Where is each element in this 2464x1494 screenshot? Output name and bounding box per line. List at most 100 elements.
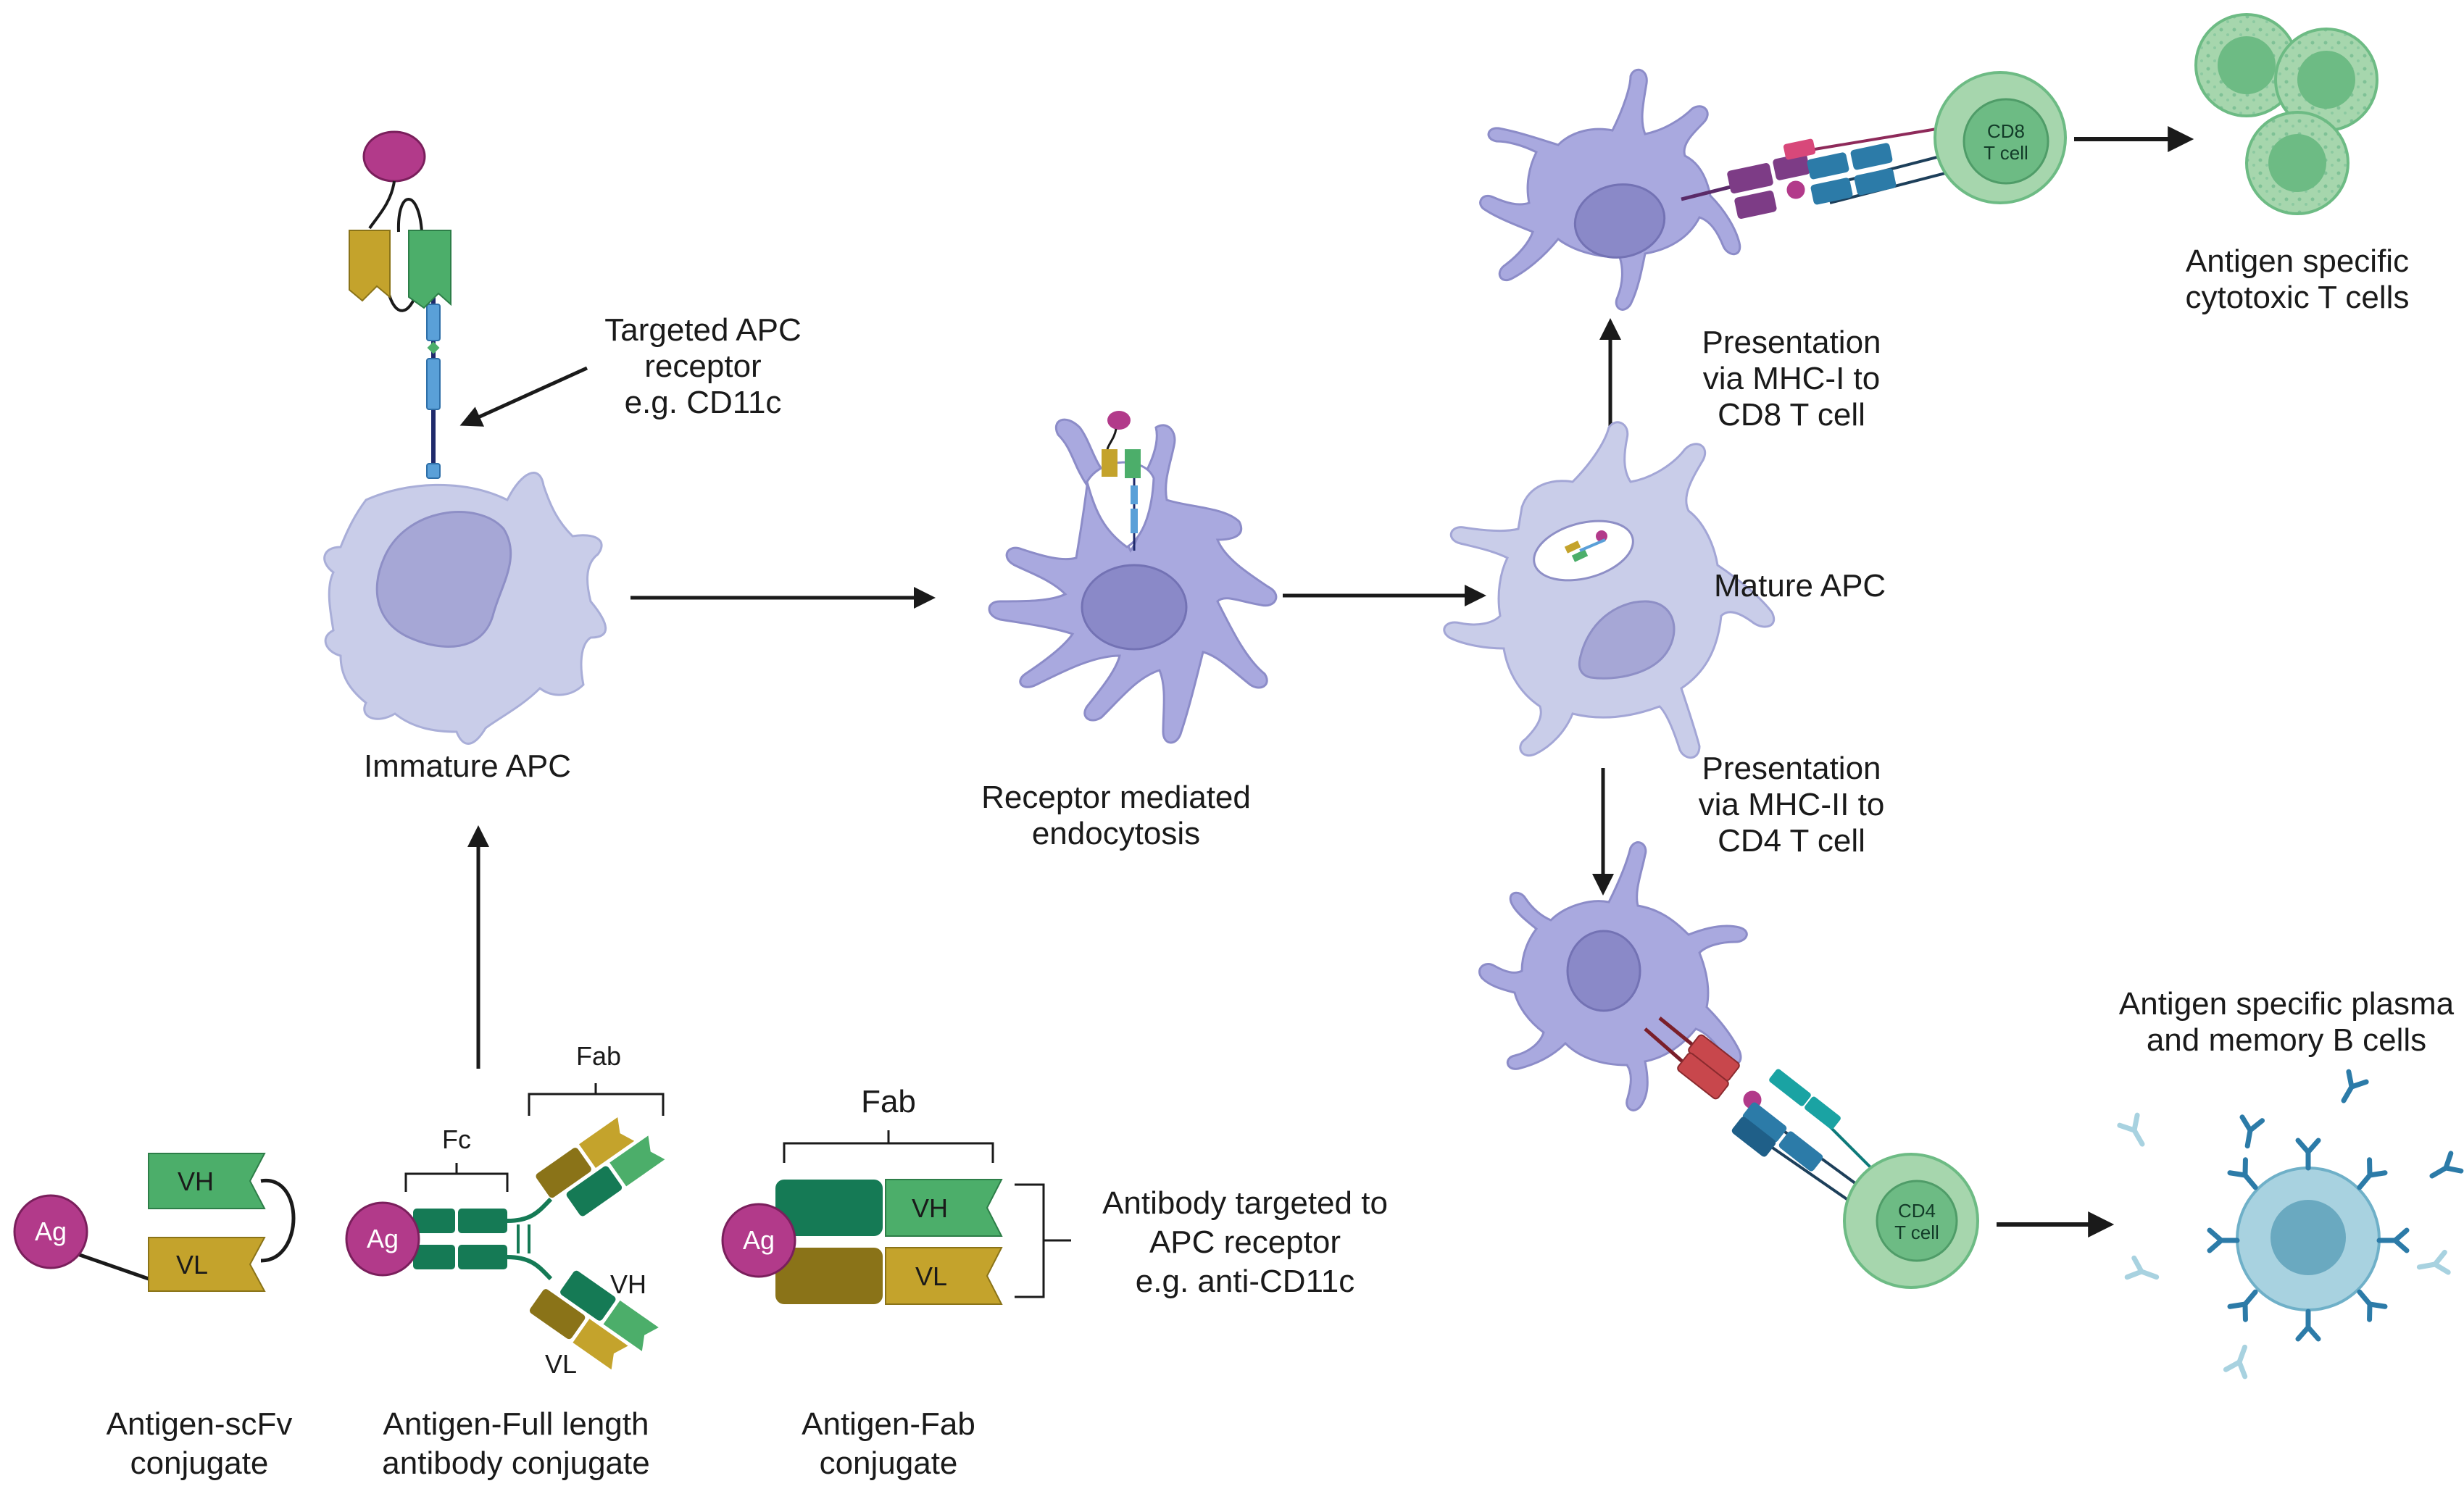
endocytosis-apc-nucleus — [1081, 564, 1188, 651]
antibody-y-icon — [2357, 1157, 2388, 1190]
antibody-targeted-line: Antibody targeted to — [1102, 1185, 1388, 1221]
cd8-coreceptor — [1783, 138, 1816, 160]
antibody-y-icon — [2416, 1249, 2451, 1275]
fab-conjugate: Fab Ag VH VL — [721, 1084, 1071, 1305]
receptor-endocytosis-line: endocytosis — [1032, 816, 1200, 851]
tcr-alpha — [1807, 152, 1849, 180]
targeted-receptor-line: e.g. CD11c — [625, 385, 782, 420]
antibody-targeted-line: e.g. anti-CD11c — [1136, 1264, 1354, 1299]
mhc1-presentation-line: CD8 T cell — [1718, 397, 1865, 433]
antigen-sphere — [362, 130, 426, 183]
ag-label: Ag — [743, 1225, 775, 1255]
cytotoxic-t-line: cytotoxic T cells — [2186, 280, 2410, 315]
antibody-y-icon — [2295, 1138, 2321, 1171]
antibody-y-icon — [2295, 1309, 2321, 1342]
targeted-receptor-line: receptor — [644, 349, 761, 384]
immature-apc-label: Immature APC — [364, 748, 571, 784]
antigen-sphere — [345, 1201, 420, 1277]
immature-apc-nucleus — [375, 511, 512, 648]
internalized-conjugate — [1102, 411, 1141, 551]
cd4-cell-line: CD4 — [1898, 1200, 1936, 1222]
antibody-y-icon — [2124, 1255, 2160, 1280]
antibody-y-icon — [2429, 1151, 2464, 1179]
b-cell-nucleus — [2271, 1200, 2346, 1275]
antibody-y-icon-group — [2117, 1069, 2464, 1380]
targeted-receptor-line: Targeted APC — [604, 312, 802, 348]
ag-label: Ag — [35, 1217, 67, 1246]
fab-label: Fab — [861, 1084, 916, 1119]
fab-conjugate-line: Antigen-Fab — [802, 1406, 975, 1442]
antibody-y-icon — [2376, 1227, 2410, 1253]
apc-mhc1-nucleus — [1573, 183, 1666, 259]
apc-mhc2 — [1478, 841, 1748, 1111]
mhc2-beta — [1677, 1052, 1729, 1100]
plasma-b-line: Antigen specific plasma — [2119, 986, 2455, 1022]
endocytosis-apc — [988, 411, 1278, 744]
full-length-antibody-conjugate: Fc Fab Ag VH VL — [345, 1041, 665, 1379]
antigen-sphere — [721, 1203, 796, 1278]
mhc1-alpha — [1727, 163, 1773, 193]
mhc1-presentation-line: via MHC-I to — [1703, 361, 1880, 396]
vl-domain — [148, 1237, 266, 1292]
cd8-cell-line: T cell — [1984, 142, 2028, 164]
vh-domain — [885, 1179, 1003, 1237]
vh-label: VH — [912, 1193, 948, 1223]
cd4-coreceptor — [1769, 1069, 1811, 1106]
cd8-cell-line: CD8 — [1987, 120, 2025, 142]
antibody-y-icon — [2357, 1289, 2388, 1322]
antibody-y-icon — [2227, 1157, 2258, 1190]
mhc1-tcr-complex — [1681, 125, 1957, 219]
antibody-y-icon — [2239, 1114, 2265, 1149]
full-conjugate-line: antibody conjugate — [382, 1445, 649, 1481]
antibody-y-icon — [2223, 1344, 2248, 1380]
antibody-targeted-line: APC receptor — [1149, 1224, 1341, 1260]
vh-label: VH — [610, 1269, 646, 1299]
receptor-pointer-arrow — [459, 366, 588, 427]
antibody-y-icon — [2207, 1227, 2240, 1253]
ag-label: Ag — [367, 1224, 399, 1253]
vl-domain — [349, 230, 391, 302]
vl-label: VL — [545, 1349, 577, 1379]
mhc2-presentation-line: Presentation — [1702, 751, 1881, 786]
tcr-beta — [1810, 178, 1853, 205]
antibody-y-icon — [2341, 1069, 2369, 1103]
vl-label: VL — [176, 1250, 208, 1280]
vh-domain — [148, 1153, 266, 1209]
scfv-conjugate-line: Antigen-scFv — [107, 1406, 293, 1442]
cd4-t-cell-nucleus — [1876, 1180, 1958, 1262]
mhc1-presentation-line: Presentation — [1702, 325, 1881, 360]
mhc2-tcr-complex — [1644, 1017, 1886, 1211]
antigen-sphere — [13, 1194, 88, 1269]
mature-apc-label: Mature APC — [1714, 568, 1886, 604]
mature-apc-body — [1443, 421, 1775, 759]
mature-apc — [1443, 421, 1775, 759]
vh-label: VH — [178, 1167, 214, 1196]
vl-label: VL — [915, 1261, 947, 1291]
apc-mhc2-nucleus — [1566, 930, 1641, 1012]
full-conjugate-line: Antigen-Full length — [383, 1406, 649, 1442]
cd8-t-cell-nucleus — [1963, 98, 2049, 185]
cytotoxic-t-cells — [2194, 13, 2378, 215]
mhc2-presentation-line: via MHC-II to — [1699, 787, 1885, 822]
vl-domain — [885, 1247, 1003, 1305]
mature-apc-nucleus — [1578, 600, 1676, 680]
vh-domain — [408, 230, 451, 309]
scfv-conjugate-line: conjugate — [130, 1445, 269, 1481]
scfv-bound-to-receptor — [349, 130, 451, 312]
fc-label: Fc — [442, 1124, 471, 1154]
mhc2-presentation-line: CD4 T cell — [1718, 823, 1865, 859]
antibody-y-icon — [2117, 1112, 2145, 1147]
